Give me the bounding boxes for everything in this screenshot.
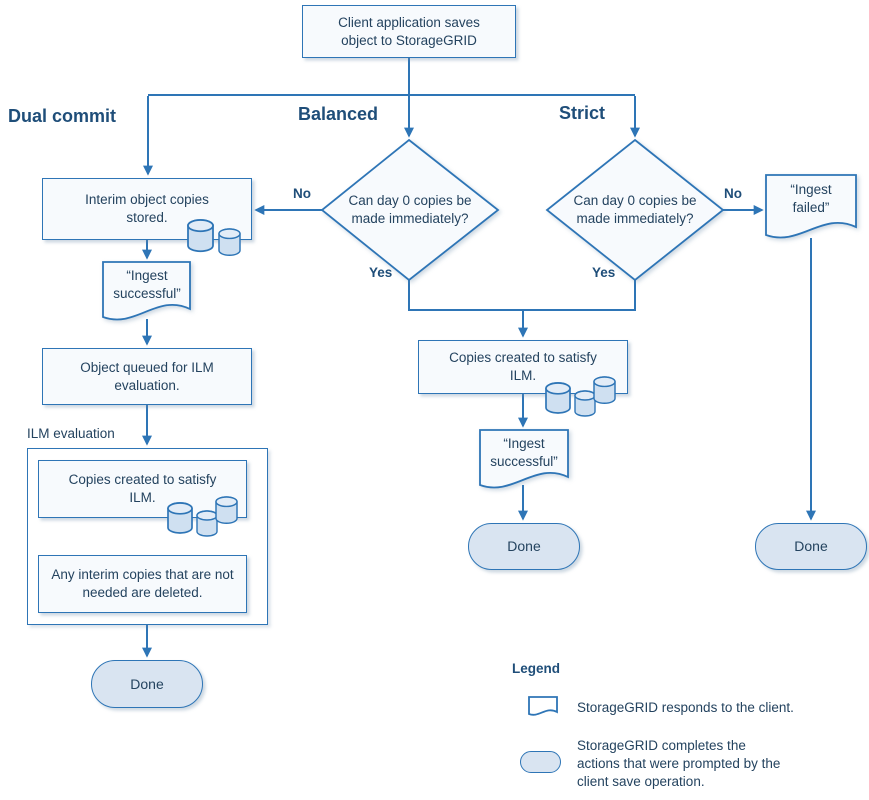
done-node-right: Done: [755, 523, 867, 570]
ingest-successful-document-left: [102, 261, 191, 321]
interim-cleanup-node: Any interim copies that are not needed a…: [38, 555, 247, 613]
branch-label-strict: Strict: [559, 103, 606, 123]
strict-decision-diamond: [545, 138, 725, 282]
ilm-copies-node: Copies created to satisfy ILM.: [38, 460, 247, 518]
start-node: Client application saves object to Stora…: [302, 5, 516, 58]
ingest-failed-label: “Ingest failed”: [790, 182, 832, 215]
edge-strict-yes: [523, 280, 636, 311]
legend-stadium-label: StorageGRID completes the actions that w…: [577, 738, 781, 790]
ingest-failed-document: [765, 174, 857, 239]
ingest-successful-left-label: “Ingest successful”: [113, 268, 181, 301]
copies-created-node: Copies created to satisfy ILM.: [418, 340, 628, 394]
done-node-mid: Done: [468, 523, 580, 570]
strict-no-label: No: [724, 186, 742, 201]
ingest-successful-mid-label: “Ingest successful”: [490, 436, 558, 469]
balanced-decision-diamond: [320, 138, 500, 282]
object-queued-node: Object queued for ILM evaluation.: [42, 348, 252, 405]
legend-document-label: StorageGRID responds to the client.: [577, 700, 794, 715]
done-node-left: Done: [91, 660, 203, 708]
ilm-evaluation-container: [27, 448, 268, 625]
branch-label-dual-commit: Dual commit: [8, 106, 117, 126]
balanced-decision-label: Can day 0 copies be made immediately?: [348, 193, 472, 226]
edge-balanced-yes: [408, 280, 523, 311]
interim-copies-node: Interim object copies stored.: [42, 178, 252, 240]
legend-title: Legend: [512, 661, 561, 676]
strict-yes-label: Yes: [592, 265, 616, 280]
balanced-no-label: No: [293, 186, 311, 201]
stadium-legend-icon: [520, 751, 561, 773]
ilm-evaluation-label: ILM evaluation: [27, 426, 115, 441]
ingest-successful-document-mid: [479, 429, 569, 489]
branch-label-balanced: Balanced: [298, 104, 379, 124]
strict-decision-label: Can day 0 copies be made immediately?: [573, 193, 697, 226]
balanced-yes-label: Yes: [369, 265, 393, 280]
